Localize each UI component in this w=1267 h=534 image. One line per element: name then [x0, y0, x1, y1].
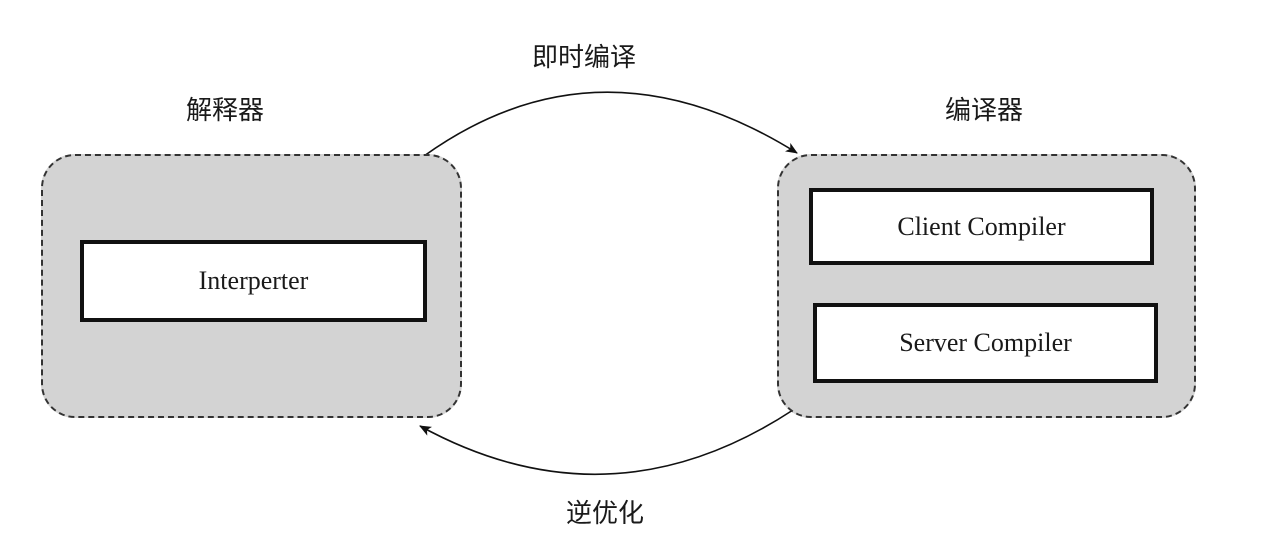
- interpreter-group-title: 解释器: [186, 96, 265, 126]
- compiler-group-title: 编译器: [945, 96, 1024, 126]
- deoptimization-label: 逆优化: [566, 499, 645, 529]
- client-compiler-box: Client Compiler: [809, 188, 1154, 265]
- jit-label: 即时编译: [532, 43, 637, 73]
- jit-arrow: [423, 91, 798, 157]
- interpreter-box: Interperter: [80, 240, 427, 322]
- server-compiler-box: Server Compiler: [813, 303, 1158, 383]
- deopt-arrow: [419, 409, 794, 476]
